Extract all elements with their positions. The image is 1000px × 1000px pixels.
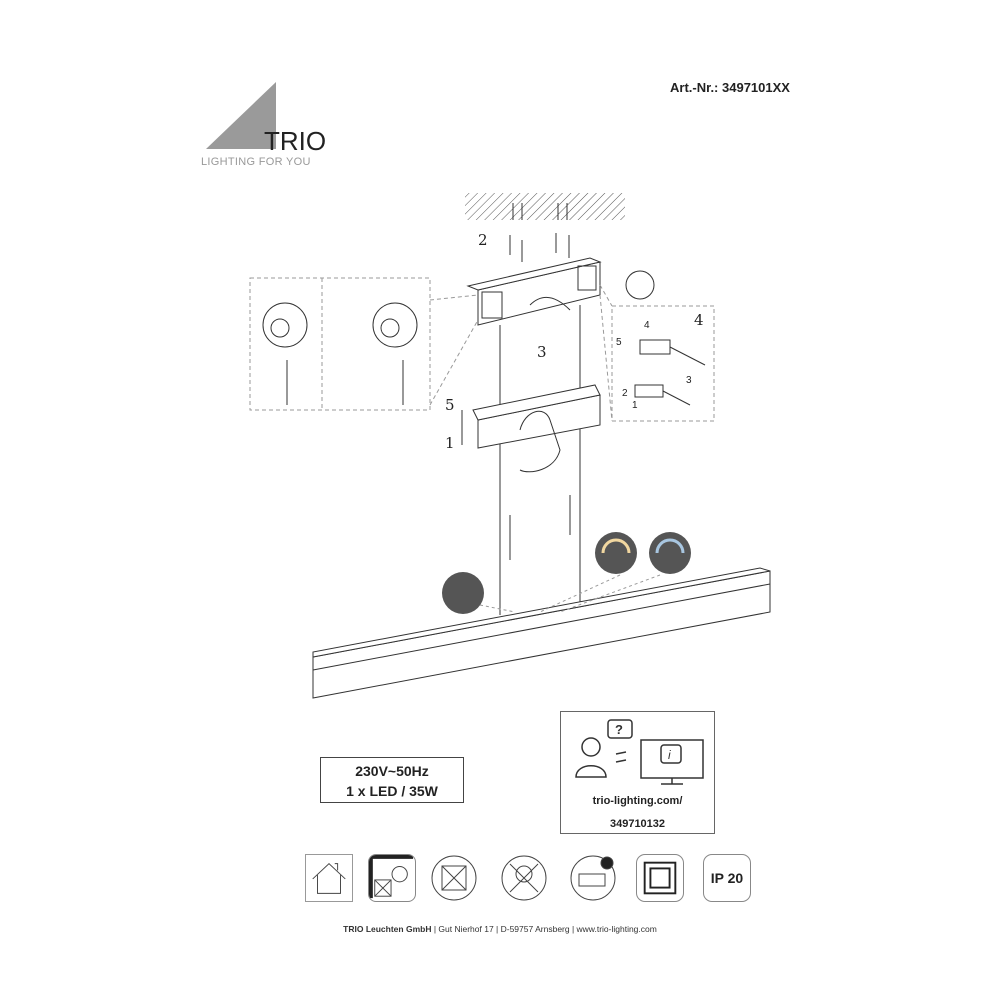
support-url[interactable]: trio-lighting.com/ bbox=[592, 795, 683, 807]
inset-wiring bbox=[611, 305, 715, 422]
led-not-replaceable-icon bbox=[501, 855, 547, 901]
touch-dimmer-icon bbox=[442, 572, 484, 614]
inset-step-2: 2 bbox=[622, 388, 628, 399]
logo-tagline: LIGHTING FOR YOU bbox=[201, 156, 311, 168]
user-monitor-icon: ? i bbox=[575, 719, 704, 785]
not-for-recessed-icon bbox=[368, 854, 416, 902]
inset-step-3: 3 bbox=[686, 375, 692, 386]
indoor-use-icon bbox=[305, 854, 353, 902]
ceiling-canopy bbox=[466, 257, 602, 326]
electrical-spec-box: 230V~50Hz 1 x LED / 35W bbox=[320, 757, 464, 803]
screws bbox=[509, 233, 570, 262]
lamp-bracket bbox=[472, 384, 601, 449]
inset-step-1: 1 bbox=[632, 400, 638, 411]
step-5-label: 5 bbox=[445, 396, 455, 414]
inset-driver-mount bbox=[249, 277, 431, 411]
step-2-label: 2 bbox=[478, 231, 488, 249]
logo-name: TRIO bbox=[264, 126, 327, 156]
inset-step-5: 5 bbox=[616, 337, 622, 348]
footer: TRIO Leuchten GmbH | Gut Nierhof 17 | D-… bbox=[0, 924, 1000, 934]
step-4-label: 4 bbox=[694, 311, 704, 329]
footer-address: | Gut Nierhof 17 | D-59757 Arnsberg | ww… bbox=[431, 924, 657, 934]
article-number: Art.-Nr.: 3497101XX bbox=[670, 80, 790, 95]
support-code: 349710132 bbox=[609, 818, 666, 830]
ip-rating-badge: IP 20 bbox=[703, 854, 751, 902]
svg-text:?: ? bbox=[615, 722, 623, 737]
trio-logo: TRIO LIGHTING FOR YOU bbox=[200, 80, 340, 175]
bulb-info: 1 x LED / 35W bbox=[346, 783, 438, 799]
not-for-covering-icon bbox=[431, 855, 477, 901]
ceiling-hatch bbox=[465, 193, 625, 220]
color-temperature-icon bbox=[595, 532, 637, 574]
svg-text:i: i bbox=[668, 748, 671, 762]
logo-triangle-icon bbox=[206, 82, 276, 149]
color-temperature-cycle-icon bbox=[649, 532, 691, 574]
hand-icon bbox=[519, 410, 561, 473]
magnet-icon bbox=[625, 270, 655, 300]
inset-step-4: 4 bbox=[644, 320, 650, 331]
footer-company: TRIO Leuchten GmbH bbox=[343, 924, 432, 934]
voltage: 230V~50Hz bbox=[355, 763, 429, 779]
step-1-label: 1 bbox=[445, 434, 455, 452]
driver-replaceable-icon bbox=[570, 855, 616, 901]
step-3-label: 3 bbox=[537, 343, 547, 361]
led-bar-lamp bbox=[312, 567, 771, 699]
protection-class-2-icon bbox=[636, 854, 684, 902]
online-support-box: ? i trio-lighting.com/ 349710132 bbox=[560, 711, 715, 834]
